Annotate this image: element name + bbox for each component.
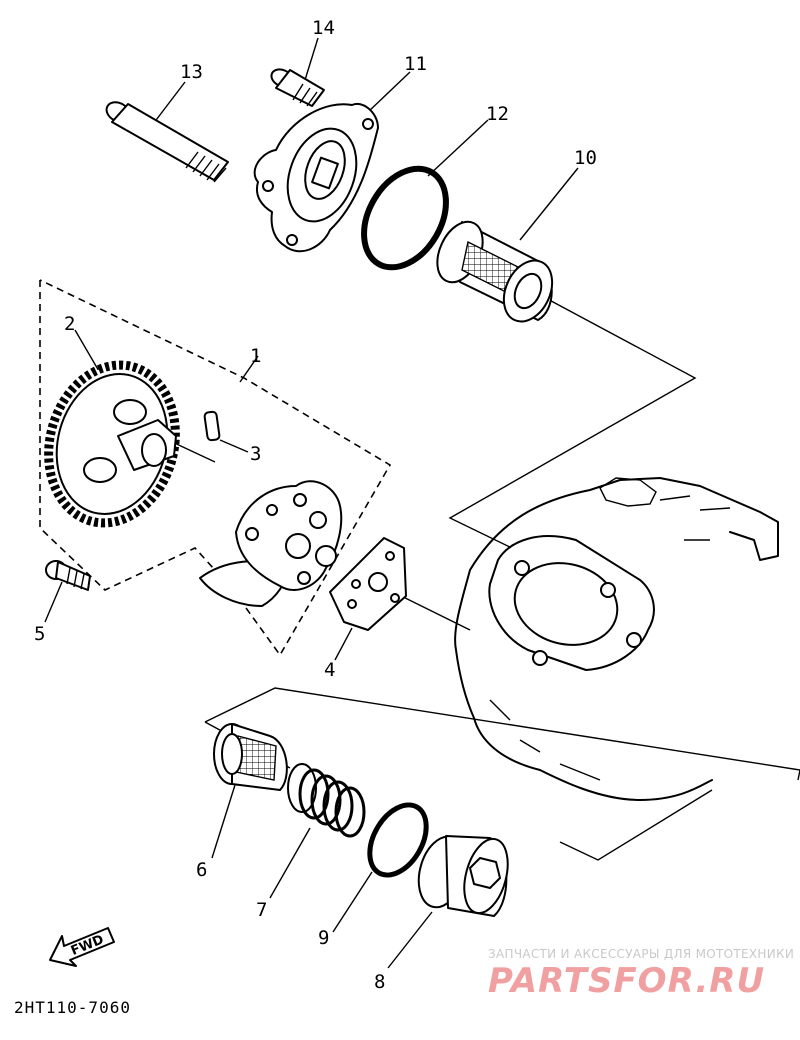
callout-10: 10: [574, 147, 597, 169]
drain-plug-8: [417, 835, 509, 917]
oil-pump-body: [199, 480, 343, 607]
callout-12: 12: [486, 103, 509, 125]
callout-11: 11: [404, 53, 427, 75]
watermark-tagline: ЗАПЧАСТИ И АКСЕССУАРЫ ДЛЯ МОТОТЕХНИКИ: [488, 947, 794, 961]
pump-screw-5: [45, 560, 91, 591]
gasket-4: [329, 537, 407, 631]
short-bolt-14: [270, 68, 325, 107]
oil-pump-gear-2: [44, 360, 180, 528]
o-ring-9: [367, 802, 429, 878]
callout-13: 13: [180, 61, 203, 83]
o-ring-12: [361, 165, 449, 271]
spring-7: [287, 763, 366, 838]
callout-4: 4: [324, 659, 335, 681]
callout-5: 5: [34, 623, 45, 645]
filter-cover-11: [253, 102, 379, 253]
callout-1: 1: [250, 345, 261, 367]
callout-7: 7: [256, 899, 267, 921]
watermark-logo: PARTSFOR.RU: [488, 961, 765, 1001]
forward-direction-arrow-icon: FWD: [49, 927, 115, 967]
oil-filter-10: [436, 220, 554, 323]
oil-strainer-6: [213, 723, 288, 791]
callout-3: 3: [250, 443, 261, 465]
long-bolt-13: [105, 101, 229, 183]
leader-lines: [44, 37, 579, 969]
diagram-code: 2HT110-7060: [14, 998, 131, 1017]
callout-6: 6: [196, 859, 207, 881]
callout-numbers: 1 2 3 4 5 6 7 8 9 10 11 12 13 14: [34, 17, 597, 993]
callout-9: 9: [318, 927, 329, 949]
crankcase-outline: [454, 477, 779, 801]
dowel-pin-3: [203, 410, 221, 442]
callout-2: 2: [64, 313, 75, 335]
watermark: ЗАПЧАСТИ И АКСЕССУАРЫ ДЛЯ МОТОТЕХНИКИ PA…: [488, 947, 794, 1001]
callout-8: 8: [374, 971, 385, 993]
callout-14: 14: [312, 17, 335, 39]
